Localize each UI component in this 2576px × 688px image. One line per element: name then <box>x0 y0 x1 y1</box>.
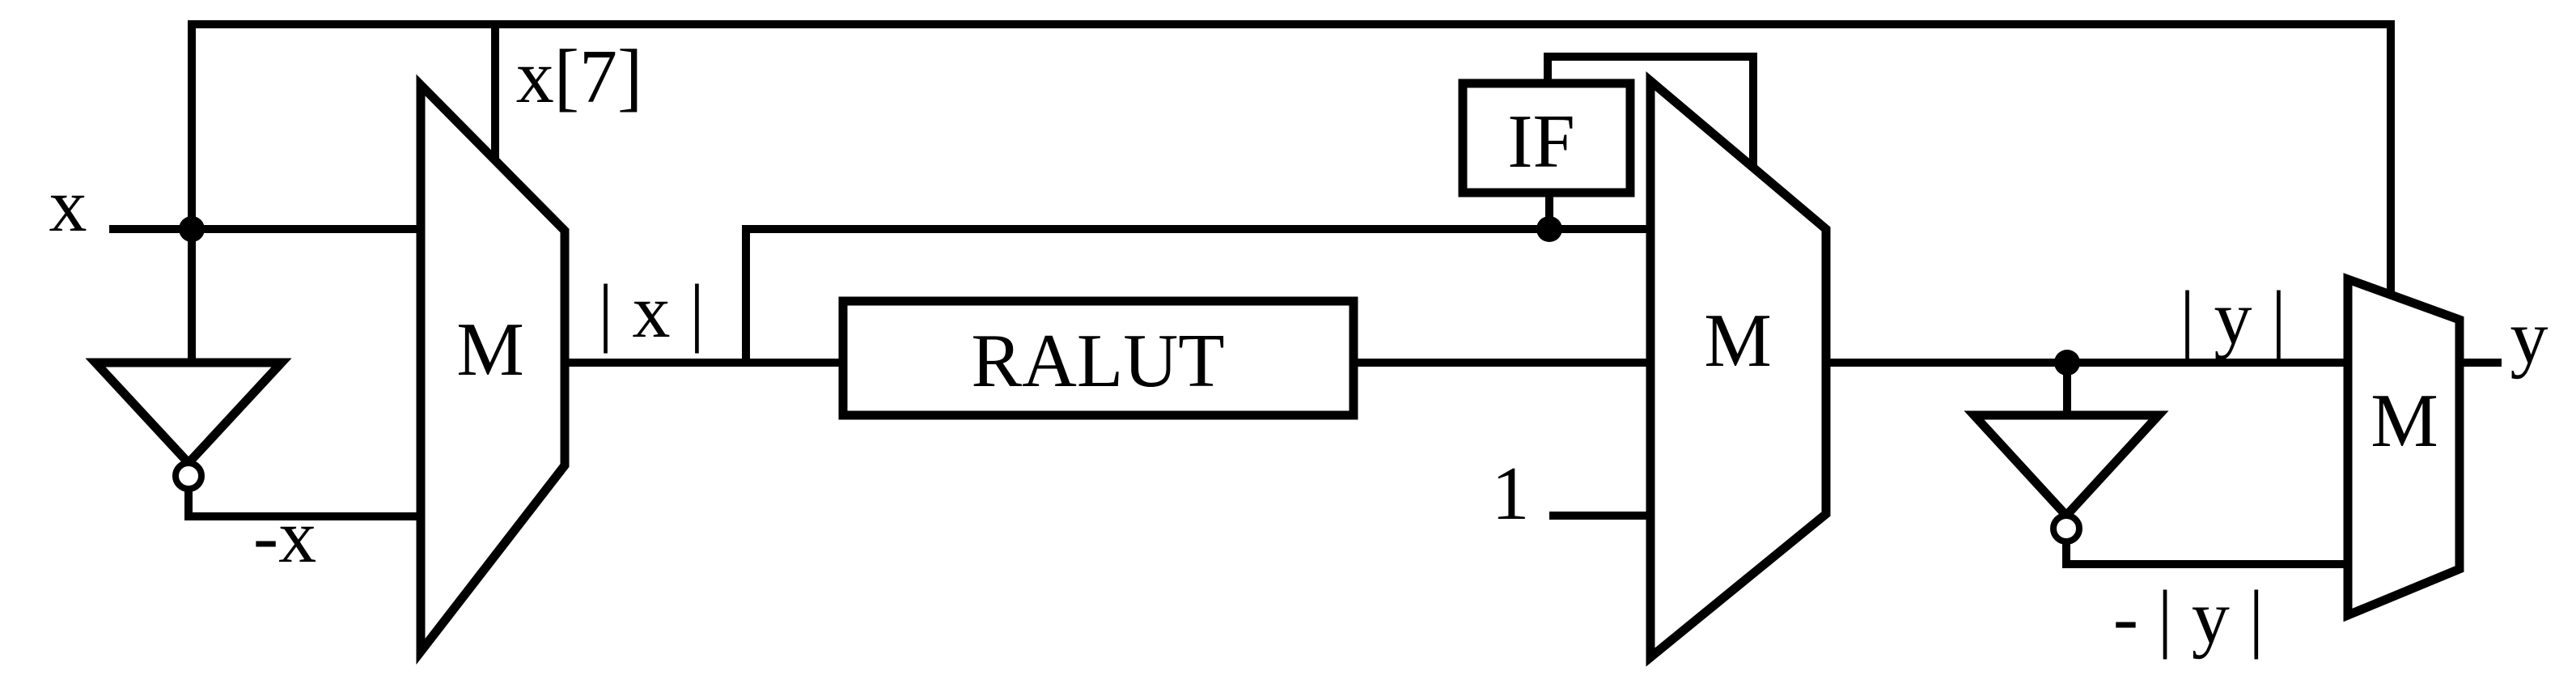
if-label: IF <box>1507 100 1575 184</box>
inverter1-bubble-icon <box>172 460 205 492</box>
mux1-shape <box>416 74 570 665</box>
wire-neg-x <box>184 489 424 520</box>
ralut-label: RALUT <box>971 319 1224 403</box>
neg-x-label: -x <box>253 495 316 579</box>
constant-1-label: 1 <box>1492 452 1530 536</box>
inverter2-bubble-icon <box>2050 512 2082 545</box>
mux2-label: M <box>1704 299 1772 383</box>
abs-y-label: | y | <box>2180 276 2286 360</box>
abs-x-label: | x | <box>598 270 705 354</box>
mux3-label: M <box>2371 379 2438 463</box>
junction-if-dot <box>1536 216 1562 242</box>
mux2-shape <box>1646 71 1831 667</box>
mux1-label: M <box>456 308 524 392</box>
neg-abs-y-label: - | y | <box>2113 575 2264 660</box>
y-output-label: y <box>2510 295 2548 380</box>
x-input-label: x <box>49 164 87 248</box>
wire-if-select-route <box>1544 53 1757 168</box>
x7-select-label: x[7] <box>516 35 643 119</box>
inverter1-triangle-icon <box>85 358 292 470</box>
wire-neg-abs-y <box>2062 541 2351 568</box>
junction-y-dot <box>2054 350 2080 376</box>
mux3-shape <box>2343 273 2464 622</box>
inverter2-triangle-icon <box>1964 410 2169 523</box>
junction-x-dot <box>179 216 205 242</box>
ralut-box <box>838 296 1358 420</box>
wire-abs-x-branch <box>742 225 1654 363</box>
if-box <box>1458 79 1635 197</box>
wire-top-rail <box>188 20 2395 296</box>
